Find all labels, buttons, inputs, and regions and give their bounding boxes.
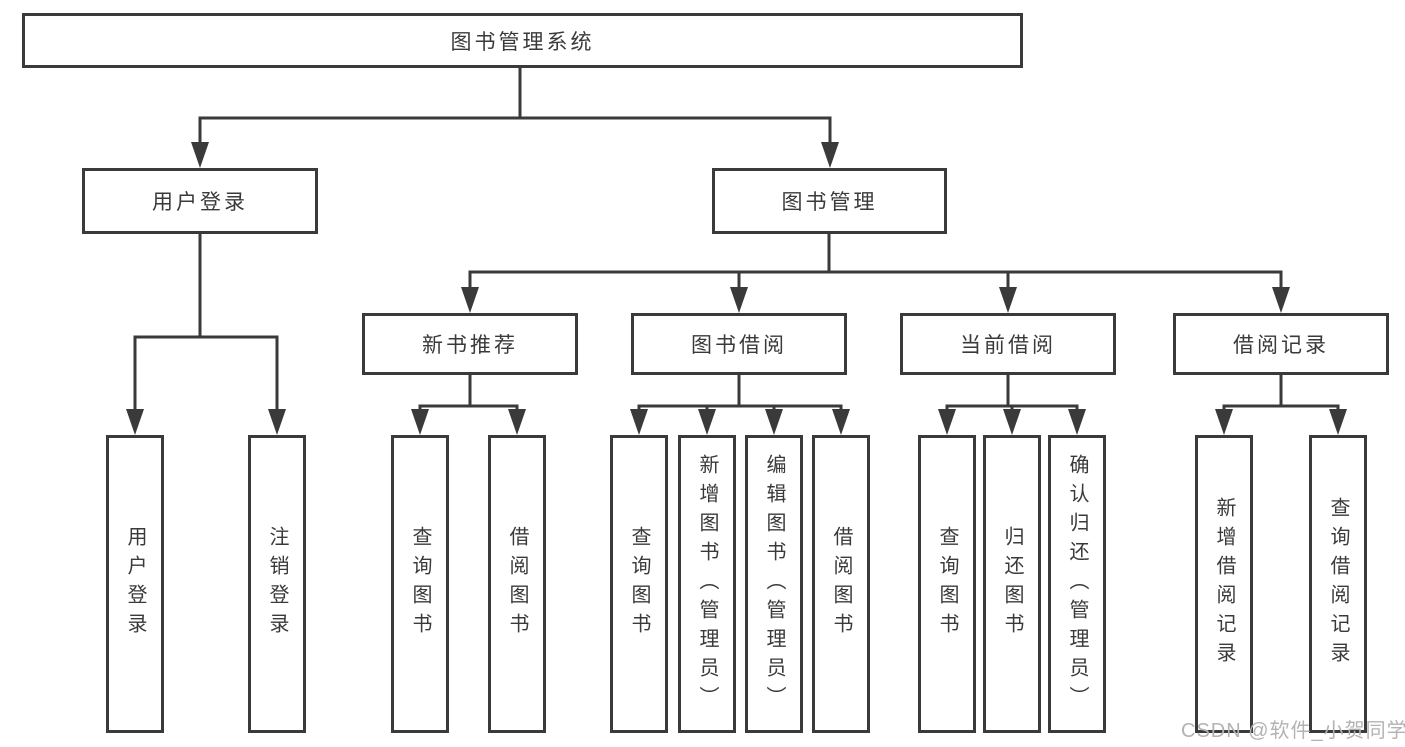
node-label: 用户登录 — [152, 191, 248, 214]
leaf-query-books-2: 查询图书 — [610, 435, 668, 733]
node-borrow-record: 借阅记录 — [1173, 313, 1389, 375]
node-new-book-recommend: 新书推荐 — [362, 313, 578, 375]
node-label: 编辑图书（管理员） — [763, 453, 785, 715]
arrowhead — [508, 409, 526, 435]
node-user-login: 用户登录 — [82, 168, 318, 234]
node-current-borrow: 当前借阅 — [900, 313, 1116, 375]
arrowhead — [461, 287, 479, 313]
connector-borrow-record-to-leaves — [1215, 373, 1347, 435]
leaf-return-books: 归还图书 — [983, 435, 1041, 733]
node-label: 图书管理系统 — [450, 30, 595, 54]
arrowhead — [832, 409, 850, 435]
arrowhead — [1068, 409, 1086, 435]
arrowhead — [999, 287, 1017, 313]
arrowhead — [698, 409, 716, 435]
leaf-user-login: 用户登录 — [106, 435, 164, 733]
leaf-confirm-return-admin: 确认归还（管理员） — [1048, 435, 1106, 733]
csdn-watermark: CSDN @软件_小贺同学 — [1181, 720, 1405, 742]
node-label: 图书管理 — [781, 191, 878, 214]
node-label: 借阅图书 — [506, 526, 528, 642]
connector-user-login-to-leaves — [126, 232, 286, 435]
arrowhead — [268, 409, 286, 435]
node-label: 用户登录 — [124, 526, 146, 642]
arrowhead — [1003, 409, 1021, 435]
arrowhead — [821, 142, 839, 168]
arrowhead — [126, 409, 144, 435]
leaf-query-borrow-record: 查询借阅记录 — [1309, 435, 1367, 733]
node-book-management: 图书管理 — [712, 168, 947, 234]
node-label: 注销登录 — [266, 526, 288, 642]
node-label: 当前借阅 — [960, 334, 1056, 357]
node-label: 新增借阅记录 — [1213, 497, 1235, 671]
node-label: 查询图书 — [628, 526, 650, 642]
arrowhead — [765, 409, 783, 435]
leaf-query-books-3: 查询图书 — [918, 435, 976, 733]
leaf-add-borrow-record: 新增借阅记录 — [1195, 435, 1253, 733]
node-label: 借阅图书 — [830, 526, 852, 642]
arrowhead — [191, 142, 209, 168]
node-label: 查询图书 — [409, 526, 431, 642]
arrowhead — [630, 409, 648, 435]
connector-root-to-level2 — [191, 66, 839, 168]
leaf-borrow-books-1: 借阅图书 — [488, 435, 546, 733]
node-label: 图书借阅 — [691, 334, 787, 357]
connector-book-borrow-to-leaves — [630, 373, 850, 435]
leaf-edit-books-admin: 编辑图书（管理员） — [745, 435, 803, 733]
node-book-borrow: 图书借阅 — [631, 313, 847, 375]
node-label: 查询图书 — [936, 526, 958, 642]
arrowhead — [1215, 409, 1233, 435]
node-label: 新增图书（管理员） — [696, 453, 718, 715]
leaf-borrow-books-2: 借阅图书 — [812, 435, 870, 733]
node-library-management-system: 图书管理系统 — [22, 13, 1023, 68]
node-label: 确认归还（管理员） — [1066, 453, 1088, 715]
node-label: 查询借阅记录 — [1327, 497, 1349, 671]
arrowhead — [938, 409, 956, 435]
connector-book-management-to-level3 — [461, 232, 1290, 313]
arrowhead — [1329, 409, 1347, 435]
node-label: 借阅记录 — [1233, 334, 1329, 357]
leaf-logout: 注销登录 — [248, 435, 306, 733]
connector-new-book-to-leaves — [411, 373, 526, 435]
node-label: 归还图书 — [1001, 526, 1023, 642]
arrowhead — [730, 287, 748, 313]
connector-current-borrow-to-leaves — [938, 373, 1086, 435]
arrowhead — [1272, 287, 1290, 313]
leaf-query-books-1: 查询图书 — [391, 435, 449, 733]
node-label: 新书推荐 — [422, 334, 518, 357]
leaf-add-books-admin: 新增图书（管理员） — [678, 435, 736, 733]
arrowhead — [411, 409, 429, 435]
